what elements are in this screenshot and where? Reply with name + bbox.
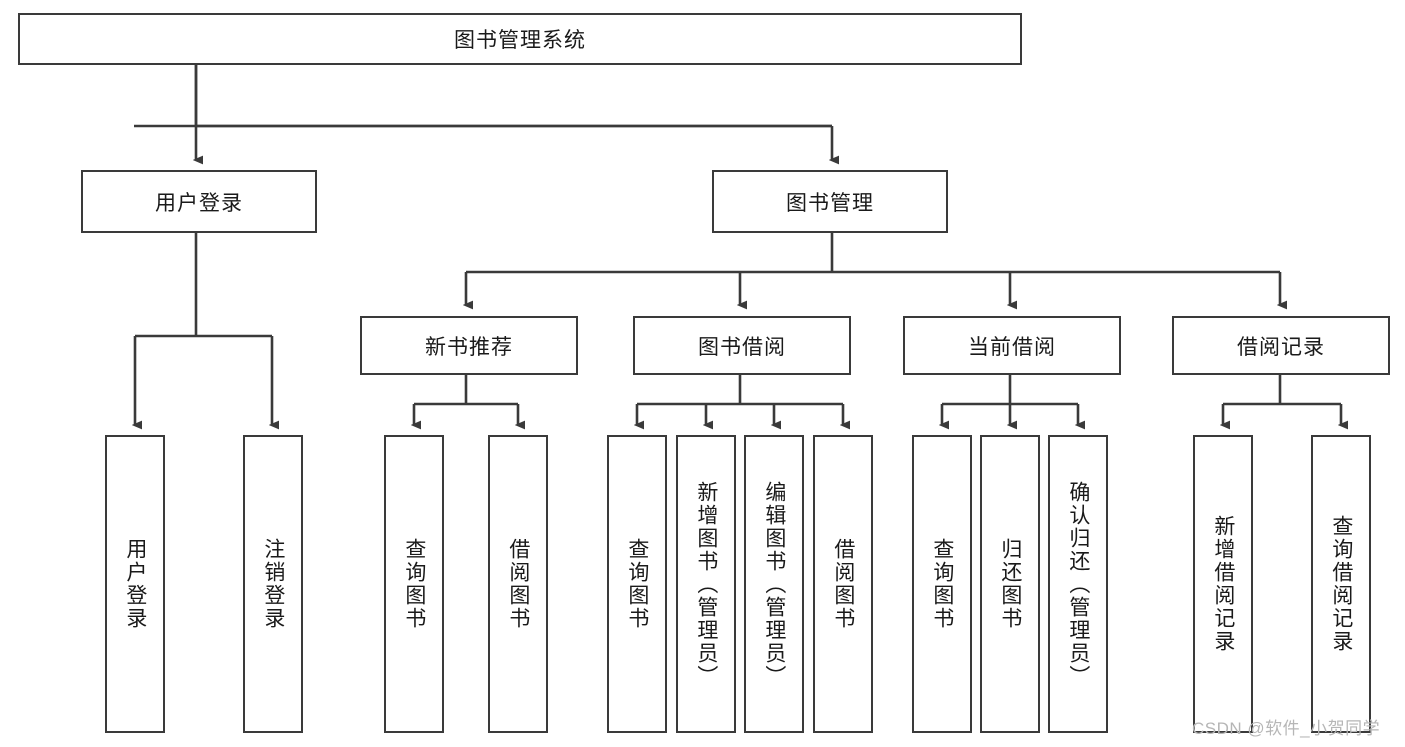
node-root-label: 图书管理系统 xyxy=(454,29,586,52)
node-user-login-label: 用户登录 xyxy=(155,191,243,215)
node-leaf-confirm-return-admin[interactable]: 确认归还（管理员） xyxy=(1048,435,1108,733)
node-leaf-query-book-current[interactable]: 查询图书 xyxy=(912,435,972,733)
node-leaf-add-borrow-record[interactable]: 新增借阅记录 xyxy=(1193,435,1253,733)
node-leaf-query-book-recommend-label: 查询图书 xyxy=(402,538,426,630)
node-leaf-add-book-admin[interactable]: 新增图书（管理员） xyxy=(676,435,736,733)
node-leaf-edit-book-admin[interactable]: 编辑图书（管理员） xyxy=(744,435,804,733)
node-leaf-borrow-book-recommend-label: 借阅图书 xyxy=(506,538,530,630)
node-leaf-edit-book-admin-label: 编辑图书（管理员） xyxy=(762,480,786,688)
node-borrow-record[interactable]: 借阅记录 xyxy=(1172,316,1390,375)
node-leaf-return-book-label: 归还图书 xyxy=(998,538,1022,630)
watermark-text: CSDN @软件_小贺同学 xyxy=(1192,719,1381,738)
node-leaf-query-book-recommend[interactable]: 查询图书 xyxy=(384,435,444,733)
watermark: CSDN @软件_小贺同学 xyxy=(1192,714,1380,739)
node-user-login[interactable]: 用户登录 xyxy=(81,170,317,233)
node-book-management[interactable]: 图书管理 xyxy=(712,170,948,233)
node-new-book-recommend-label: 新书推荐 xyxy=(425,335,513,359)
node-current-borrow[interactable]: 当前借阅 xyxy=(903,316,1121,375)
node-leaf-return-book[interactable]: 归还图书 xyxy=(980,435,1040,733)
node-book-borrow-label: 图书借阅 xyxy=(698,335,786,359)
node-borrow-record-label: 借阅记录 xyxy=(1237,335,1325,359)
node-leaf-query-book-borrow[interactable]: 查询图书 xyxy=(607,435,667,733)
node-leaf-query-book-borrow-label: 查询图书 xyxy=(625,538,649,630)
node-root[interactable]: 图书管理系统 xyxy=(18,13,1022,65)
node-new-book-recommend[interactable]: 新书推荐 xyxy=(360,316,578,375)
node-book-management-label: 图书管理 xyxy=(786,191,874,215)
node-leaf-query-borrow-record-label: 查询借阅记录 xyxy=(1329,515,1353,653)
node-leaf-query-book-current-label: 查询图书 xyxy=(930,538,954,630)
node-leaf-confirm-return-admin-label: 确认归还（管理员） xyxy=(1066,480,1090,688)
node-leaf-add-book-admin-label: 新增图书（管理员） xyxy=(694,480,718,688)
node-leaf-logout-label: 注销登录 xyxy=(261,538,285,630)
node-current-borrow-label: 当前借阅 xyxy=(968,335,1056,359)
node-leaf-user-login-label: 用户登录 xyxy=(123,538,147,630)
node-leaf-query-borrow-record[interactable]: 查询借阅记录 xyxy=(1311,435,1371,733)
node-leaf-add-borrow-record-label: 新增借阅记录 xyxy=(1211,515,1235,653)
node-leaf-logout[interactable]: 注销登录 xyxy=(243,435,303,733)
node-leaf-borrow-book-label: 借阅图书 xyxy=(831,538,855,630)
node-leaf-borrow-book-recommend[interactable]: 借阅图书 xyxy=(488,435,548,733)
node-book-borrow[interactable]: 图书借阅 xyxy=(633,316,851,375)
node-leaf-user-login[interactable]: 用户登录 xyxy=(105,435,165,733)
node-leaf-borrow-book[interactable]: 借阅图书 xyxy=(813,435,873,733)
